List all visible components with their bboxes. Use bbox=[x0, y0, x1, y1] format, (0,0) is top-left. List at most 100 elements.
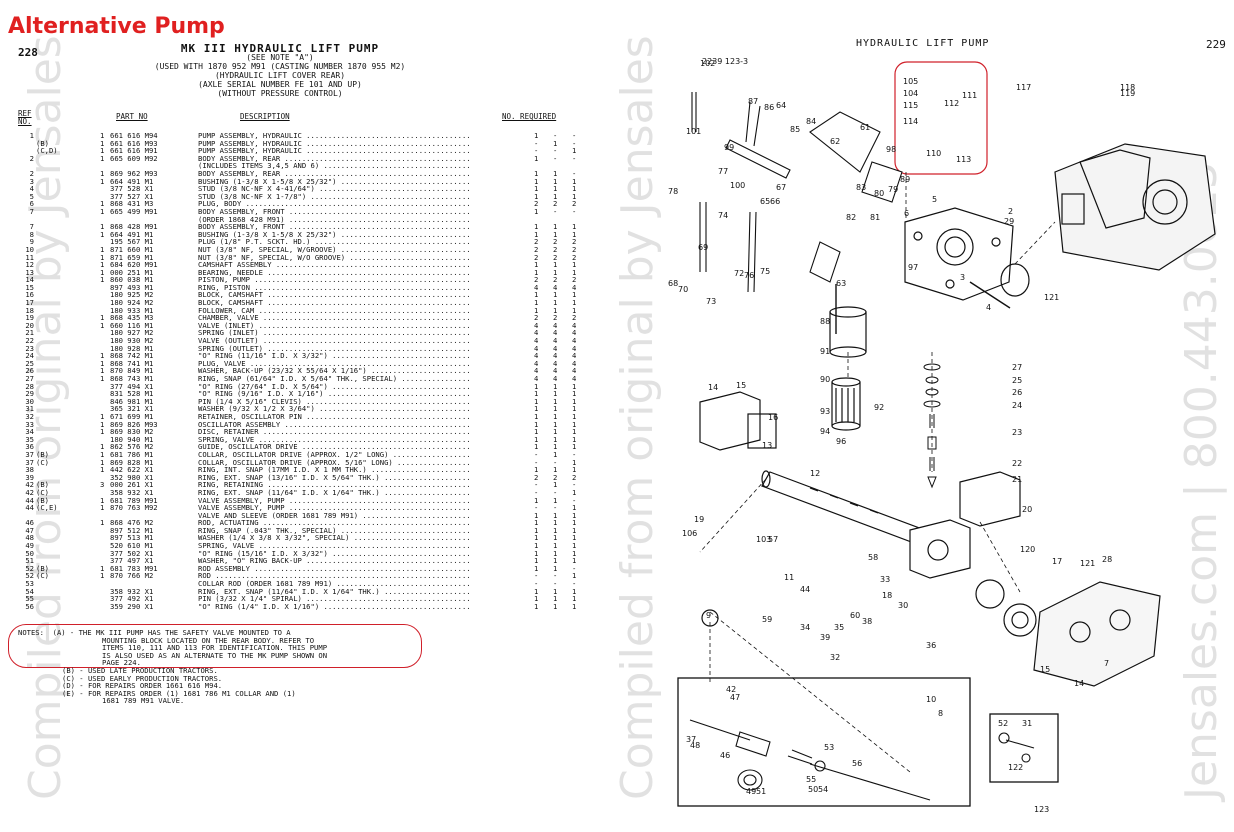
qty-col-b-cell: 1 bbox=[553, 229, 558, 239]
ref-no-cell: 26 bbox=[25, 366, 34, 376]
qty-col-a-cell: 1 bbox=[534, 267, 539, 277]
ref-no-cell: 38 bbox=[25, 465, 34, 475]
callout-number: 36 bbox=[926, 641, 936, 650]
ref-no-cell: 2 bbox=[29, 153, 34, 163]
qty-col-a-cell: 4 bbox=[534, 343, 539, 353]
ref-no-cell: 42 bbox=[25, 487, 34, 497]
qty-col-a-cell: 1 bbox=[534, 427, 539, 437]
qty-col-c-cell: - bbox=[572, 131, 577, 140]
callout-number: 97 bbox=[908, 263, 918, 272]
qty-col-a-cell: 1 bbox=[534, 442, 539, 452]
qty-col-b-cell: 1 bbox=[553, 427, 558, 437]
ref-no-cell: 44 bbox=[25, 503, 34, 513]
callout-number: 33 bbox=[880, 575, 890, 584]
description-cell: RING, EXT. SNAP (11/64" I.D. X 1/64" THK… bbox=[198, 586, 471, 596]
part-no-cell: 664 491 M1 bbox=[110, 229, 154, 239]
ref-no-cell: 2 bbox=[29, 168, 34, 178]
description-cell: ROD, ACTUATING .........................… bbox=[198, 518, 471, 528]
qty-col-a-cell: 1 bbox=[534, 305, 539, 315]
part-prefix-cell: 1 bbox=[100, 411, 105, 421]
callout-number: 100 bbox=[730, 181, 745, 190]
callout-number: 77 bbox=[718, 167, 728, 176]
qty-col-b-cell: 4 bbox=[553, 343, 558, 353]
callout-number: 61 bbox=[860, 123, 870, 132]
ref-no-cell: 52 bbox=[25, 563, 34, 573]
note-line: (D) - FOR REPAIRS ORDER 1661 616 M94. bbox=[62, 681, 223, 691]
qty-col-c-cell: 1 bbox=[572, 525, 577, 535]
callout-number: 52 bbox=[998, 719, 1008, 728]
qty-col-c-cell: 1 bbox=[572, 298, 577, 308]
ref-no-cell: 24 bbox=[25, 351, 34, 361]
qty-col-c-cell: 4 bbox=[572, 366, 577, 376]
qty-col-a-cell: - bbox=[534, 480, 539, 490]
callout-number: 73 bbox=[706, 297, 716, 306]
qty-col-a-cell: 1 bbox=[534, 419, 539, 429]
qty-col-c-cell: 2 bbox=[572, 237, 577, 247]
part-prefix-cell: 1 bbox=[100, 252, 105, 262]
ref-no-cell: 10 bbox=[25, 244, 34, 254]
part-no-cell: 897 512 M1 bbox=[110, 525, 154, 535]
part-no-cell: 684 620 M91 bbox=[110, 260, 158, 270]
callout-number: 89 bbox=[900, 175, 910, 184]
subtitle-line: (AXLE SERIAL NUMBER FE 101 AND UP) bbox=[198, 80, 362, 89]
qty-col-a-cell: 1 bbox=[534, 548, 539, 558]
qty-col-b-cell: 1 bbox=[553, 138, 558, 148]
qty-col-c-cell: 1 bbox=[572, 419, 577, 429]
qty-col-c-cell: - bbox=[572, 495, 577, 505]
callout-number: 59 bbox=[762, 615, 772, 624]
part-prefix-cell: 1 bbox=[100, 153, 105, 163]
part-prefix-cell: 1 bbox=[100, 457, 105, 467]
note-line: ITEMS 110, 111 AND 113 FOR IDENTIFICATIO… bbox=[102, 643, 328, 653]
pump-assembly-drawing bbox=[1054, 143, 1216, 271]
qty-col-b-cell: 1 bbox=[553, 510, 558, 520]
qty-col-c-cell: 1 bbox=[572, 267, 577, 277]
page-number-left: 228 bbox=[18, 46, 38, 59]
ref-no-cell: 53 bbox=[25, 579, 34, 589]
part-no-cell: 665 499 M91 bbox=[110, 206, 158, 216]
qty-col-a-cell: 4 bbox=[534, 328, 539, 338]
description-cell: "O" RING (11/16" I.D. X 3/32") .........… bbox=[198, 351, 471, 361]
callout-44-circle bbox=[701, 609, 719, 627]
front-body-drawing bbox=[975, 579, 1161, 687]
description-cell: WASHER, "O" RING BACK-UP ...............… bbox=[198, 556, 471, 566]
part-prefix-cell: 1 bbox=[100, 131, 105, 140]
callout-number: 18 bbox=[882, 591, 892, 600]
description-cell: VALVE ASSEMBLY, PUMP ...................… bbox=[198, 503, 471, 513]
part-prefix-cell: 1 bbox=[100, 374, 105, 383]
callout-number: 119 bbox=[1120, 89, 1135, 98]
qty-col-a-cell: 1 bbox=[534, 290, 539, 300]
callout-number: 47 bbox=[730, 693, 740, 702]
callout-number: 102 bbox=[700, 59, 715, 68]
qty-col-a-cell: - bbox=[534, 146, 539, 156]
qty-col-c-cell: 1 bbox=[572, 556, 577, 566]
qty-col-a-cell: 1 bbox=[534, 594, 539, 604]
qty-col-c-cell: 1 bbox=[572, 457, 577, 467]
qty-col-b-cell: 2 bbox=[553, 237, 558, 247]
callout-number: 63 bbox=[836, 279, 846, 288]
qty-col-b-cell: 4 bbox=[553, 366, 558, 376]
description-cell: OSCILLATOR ASSEMBLY ....................… bbox=[198, 419, 471, 429]
description-cell: RING, RETAINING ........................… bbox=[198, 480, 471, 490]
callout-number: 113 bbox=[956, 155, 971, 164]
qty-col-b-cell: 4 bbox=[553, 351, 558, 361]
qty-col-c-cell: - bbox=[572, 480, 577, 490]
description-cell: "O" RING (9/16" I.D. X 1/16") ..........… bbox=[198, 389, 471, 399]
callout-number: 22 bbox=[1012, 459, 1022, 468]
description-cell: NUT (3/8" NF, SPECIAL, W/GROOVE) .......… bbox=[198, 244, 471, 254]
callout-number: 15 bbox=[736, 381, 746, 390]
callout-number: 29 bbox=[1004, 217, 1014, 226]
part-no-cell: 671 699 M1 bbox=[110, 411, 154, 421]
qty-col-a-cell: 4 bbox=[534, 320, 539, 330]
description-cell: PIN (1/4 X 5/16" CLEVIS) ...............… bbox=[198, 396, 471, 406]
